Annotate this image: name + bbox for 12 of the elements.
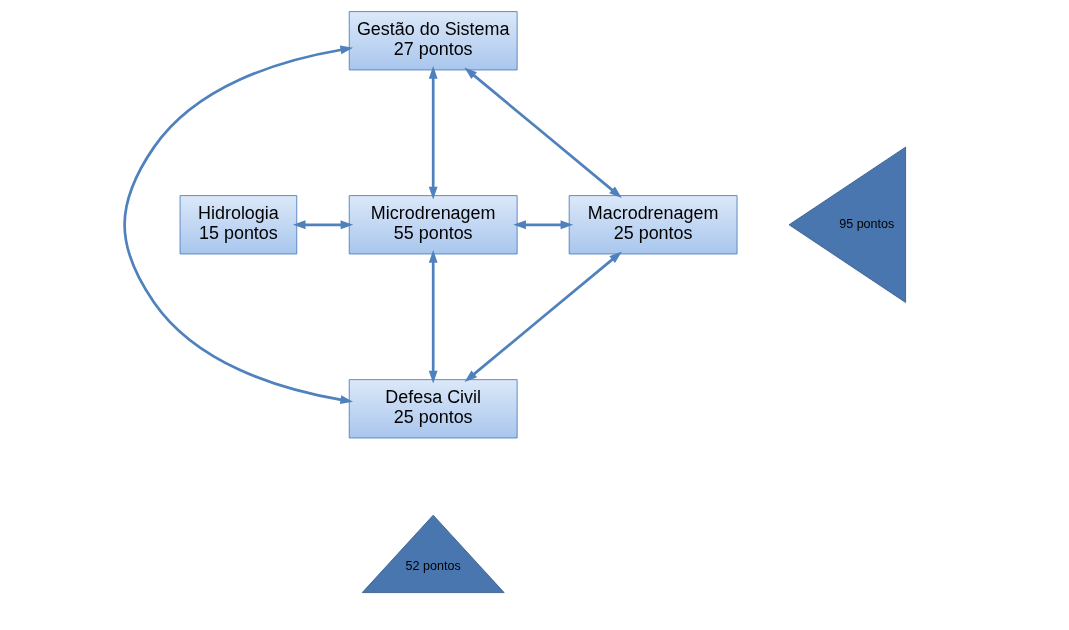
arrow — [513, 220, 574, 230]
arrow — [123, 45, 353, 405]
node-box: Defesa Civil 25 pontos — [348, 379, 518, 439]
arrow — [428, 250, 438, 384]
node-box: Gestão do Sistema 27 pontos — [348, 11, 518, 71]
node-box: Microdrenagem 55 pontos — [348, 195, 518, 255]
arrow — [292, 220, 354, 230]
node-box: Hidrologia 15 pontos — [179, 195, 298, 255]
node-box: Macrodrenagem 25 pontos — [568, 195, 738, 255]
arrow — [464, 251, 622, 382]
arrow — [464, 67, 622, 198]
arrow — [428, 66, 438, 200]
